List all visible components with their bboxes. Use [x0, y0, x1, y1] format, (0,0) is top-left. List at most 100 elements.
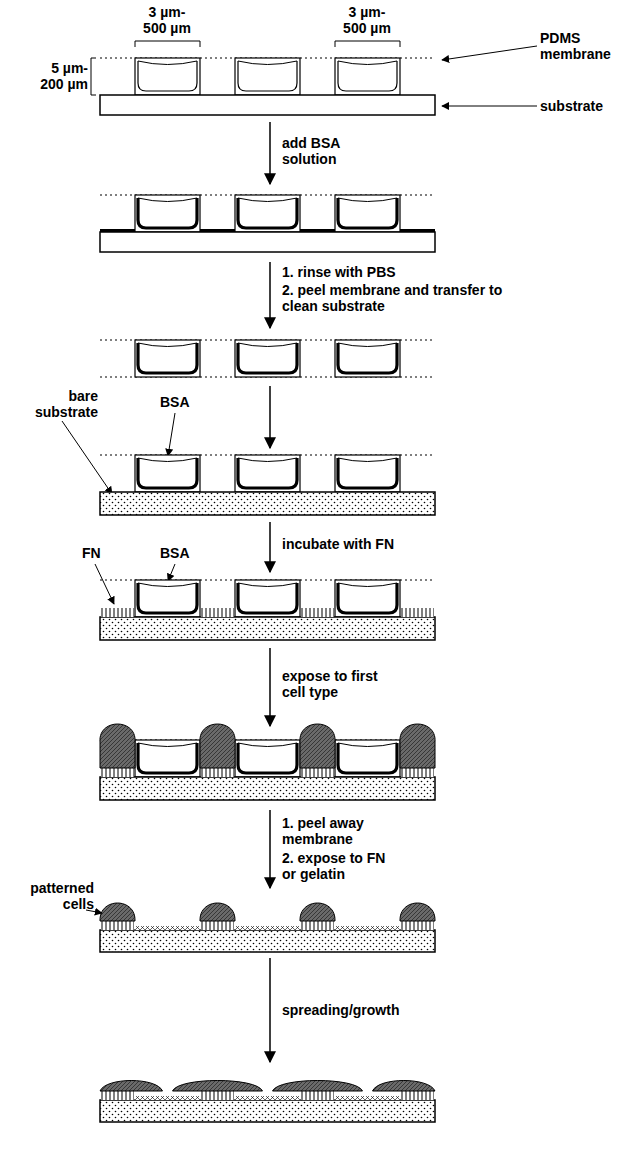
dimension-label: 3 µm- 500 µm — [137, 4, 197, 36]
membrane-post — [335, 195, 400, 232]
part-label: bare substrate — [8, 388, 98, 420]
meniscus — [338, 343, 397, 347]
meniscus — [238, 61, 297, 65]
membrane-post — [335, 580, 400, 617]
meniscus — [338, 61, 397, 65]
cell — [200, 724, 235, 768]
meniscus — [238, 458, 297, 462]
bsa-coating — [338, 343, 397, 373]
step-label: 1. rinse with PBS — [282, 264, 522, 280]
fn-layer — [301, 608, 334, 617]
membrane-post — [135, 740, 200, 777]
bsa-coating — [138, 743, 197, 773]
fn-layer — [301, 768, 334, 777]
fn-layer — [101, 608, 134, 617]
part-label: PDMS membrane — [540, 30, 635, 62]
meniscus — [138, 198, 197, 202]
cell — [100, 724, 135, 768]
membrane-post — [335, 740, 400, 777]
membrane-post — [335, 340, 400, 377]
spread-cell — [173, 1081, 263, 1092]
bsa-coating — [338, 583, 397, 613]
bsa-coating — [238, 743, 297, 773]
bsa-coating — [138, 198, 197, 228]
part-label: FN — [82, 545, 122, 561]
meniscus — [138, 743, 197, 747]
membrane-post — [135, 455, 200, 492]
step-arrow — [269, 122, 271, 184]
fn-layer — [201, 1091, 234, 1100]
substrate-layer — [100, 930, 435, 952]
membrane-post — [235, 58, 300, 95]
fn-layer — [301, 921, 334, 930]
step-arrow — [269, 522, 271, 572]
cell — [300, 903, 335, 921]
fn-layer — [201, 608, 234, 617]
cell — [100, 903, 135, 921]
dimension-label: 3 µm- 500 µm — [337, 4, 397, 36]
step-arrow — [269, 262, 271, 328]
membrane-post — [135, 58, 200, 95]
membrane-post — [235, 340, 300, 377]
step-label: 1. peel away membrane — [282, 815, 392, 847]
meniscus — [238, 343, 297, 347]
gelatin-layer — [101, 926, 434, 930]
bsa-coating — [300, 229, 335, 232]
step-arrow — [269, 648, 271, 726]
meniscus — [138, 343, 197, 347]
bsa-coating — [138, 583, 197, 613]
substrate-layer — [100, 1100, 435, 1122]
substrate-layer — [100, 492, 435, 515]
step-label: 2. peel membrane and transfer to clean s… — [282, 282, 512, 314]
bsa-coating — [338, 458, 397, 488]
meniscus — [138, 458, 197, 462]
bsa-coating — [338, 198, 397, 228]
bsa-coating — [238, 583, 297, 613]
fn-layer — [401, 768, 434, 777]
leader-line — [442, 106, 537, 107]
step-label: incubate with FN — [282, 536, 462, 552]
dimension-bracket — [335, 41, 400, 47]
bsa-coating — [138, 343, 197, 373]
bsa-coating — [238, 343, 297, 373]
dimension-bracket — [135, 41, 200, 47]
membrane-post — [335, 455, 400, 492]
meniscus — [238, 743, 297, 747]
part-label: BSA — [160, 394, 210, 410]
part-label: BSA — [160, 545, 210, 561]
substrate-layer — [100, 232, 435, 252]
membrane-post — [135, 580, 200, 617]
fn-layer — [201, 768, 234, 777]
bsa-coating — [338, 743, 397, 773]
membrane-post — [235, 740, 300, 777]
fn-layer — [401, 1091, 434, 1100]
membrane-post — [235, 580, 300, 617]
substrate-layer — [100, 95, 435, 115]
step-label: spreading/growth — [282, 1002, 442, 1018]
meniscus — [238, 198, 297, 202]
cell — [200, 903, 235, 921]
step-arrow — [269, 810, 271, 888]
spread-cell — [100, 1081, 163, 1092]
bsa-coating — [100, 229, 135, 232]
bsa-coating — [400, 229, 435, 232]
membrane-well — [138, 61, 197, 91]
membrane-post — [235, 455, 300, 492]
cell — [400, 724, 435, 768]
part-label: patterned cells — [4, 880, 94, 912]
bsa-coating — [200, 229, 235, 232]
bsa-coating — [138, 458, 197, 488]
step-label: 2. expose to FN or gelatin — [282, 850, 402, 882]
meniscus — [338, 198, 397, 202]
bsa-coating — [238, 458, 297, 488]
substrate-layer — [100, 777, 435, 800]
meniscus — [338, 743, 397, 747]
step-label: expose to first cell type — [282, 668, 402, 700]
bsa-coating — [238, 198, 297, 228]
meniscus — [238, 583, 297, 587]
membrane-post — [335, 58, 400, 95]
leader-line — [442, 46, 537, 60]
leader-line — [168, 413, 175, 456]
fn-layer — [301, 1091, 334, 1100]
